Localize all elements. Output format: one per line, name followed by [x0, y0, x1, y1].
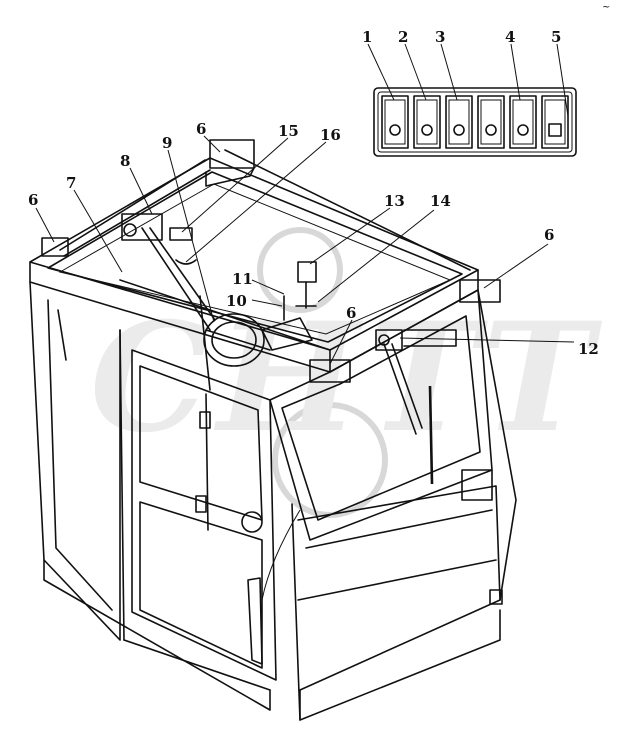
- callout-10: 10: [226, 292, 247, 310]
- callout-8: 8: [120, 152, 130, 170]
- beacon-lamp: [295, 261, 317, 309]
- rocker-switch-1: [381, 95, 409, 149]
- cab-door: [131, 349, 277, 681]
- callout-4: 4: [505, 28, 515, 46]
- callout-16: 16: [320, 126, 341, 144]
- blank-icon: [548, 123, 562, 137]
- callout-5: 5: [551, 28, 561, 46]
- fan-icon: [389, 124, 401, 136]
- wiper-icon: [517, 124, 529, 136]
- callout-7: 7: [66, 174, 76, 192]
- callout-12: 12: [578, 340, 599, 358]
- rocker-switch-4: [477, 95, 505, 149]
- callout-6-left: 6: [28, 191, 38, 209]
- fan-icon: [421, 124, 433, 136]
- callout-13: 13: [384, 192, 405, 210]
- steering-wheel: [199, 295, 271, 391]
- callout-3: 3: [435, 28, 445, 46]
- switch-row: [381, 95, 569, 149]
- lamp-icon: [485, 124, 497, 136]
- cab-front: [269, 289, 517, 721]
- wiring-harness: [59, 149, 471, 601]
- callout-labels: 1 2 3 4 5 6 6 7 8 9 10 11 12 13 14 15 16…: [28, 28, 599, 358]
- dome-lamp: [169, 227, 193, 241]
- callout-6-center: 6: [346, 304, 356, 322]
- wiper-motor: [121, 213, 216, 331]
- switch-panel: [373, 87, 577, 157]
- callout-15: 15: [278, 122, 299, 140]
- callout-2: 2: [398, 28, 408, 46]
- leader-lines: [35, 43, 575, 365]
- cab-roof: [29, 139, 501, 383]
- callout-6-top: 6: [196, 120, 206, 138]
- rocker-switch-5: [509, 95, 537, 149]
- callout-14: 14: [430, 192, 451, 210]
- right-wiper: [375, 329, 457, 435]
- interior-light: [175, 259, 197, 265]
- control-box: [261, 317, 313, 351]
- corner-mark: ~: [602, 2, 610, 13]
- cab-left-side: [29, 281, 271, 711]
- rocker-switch-2: [413, 95, 441, 149]
- callout-9: 9: [162, 134, 172, 152]
- callout-1: 1: [362, 28, 372, 46]
- lamp-icon: [453, 124, 465, 136]
- callout-11: 11: [232, 270, 253, 288]
- rocker-switch-6: [541, 95, 569, 149]
- callout-6-right: 6: [544, 226, 554, 244]
- rocker-switch-3: [445, 95, 473, 149]
